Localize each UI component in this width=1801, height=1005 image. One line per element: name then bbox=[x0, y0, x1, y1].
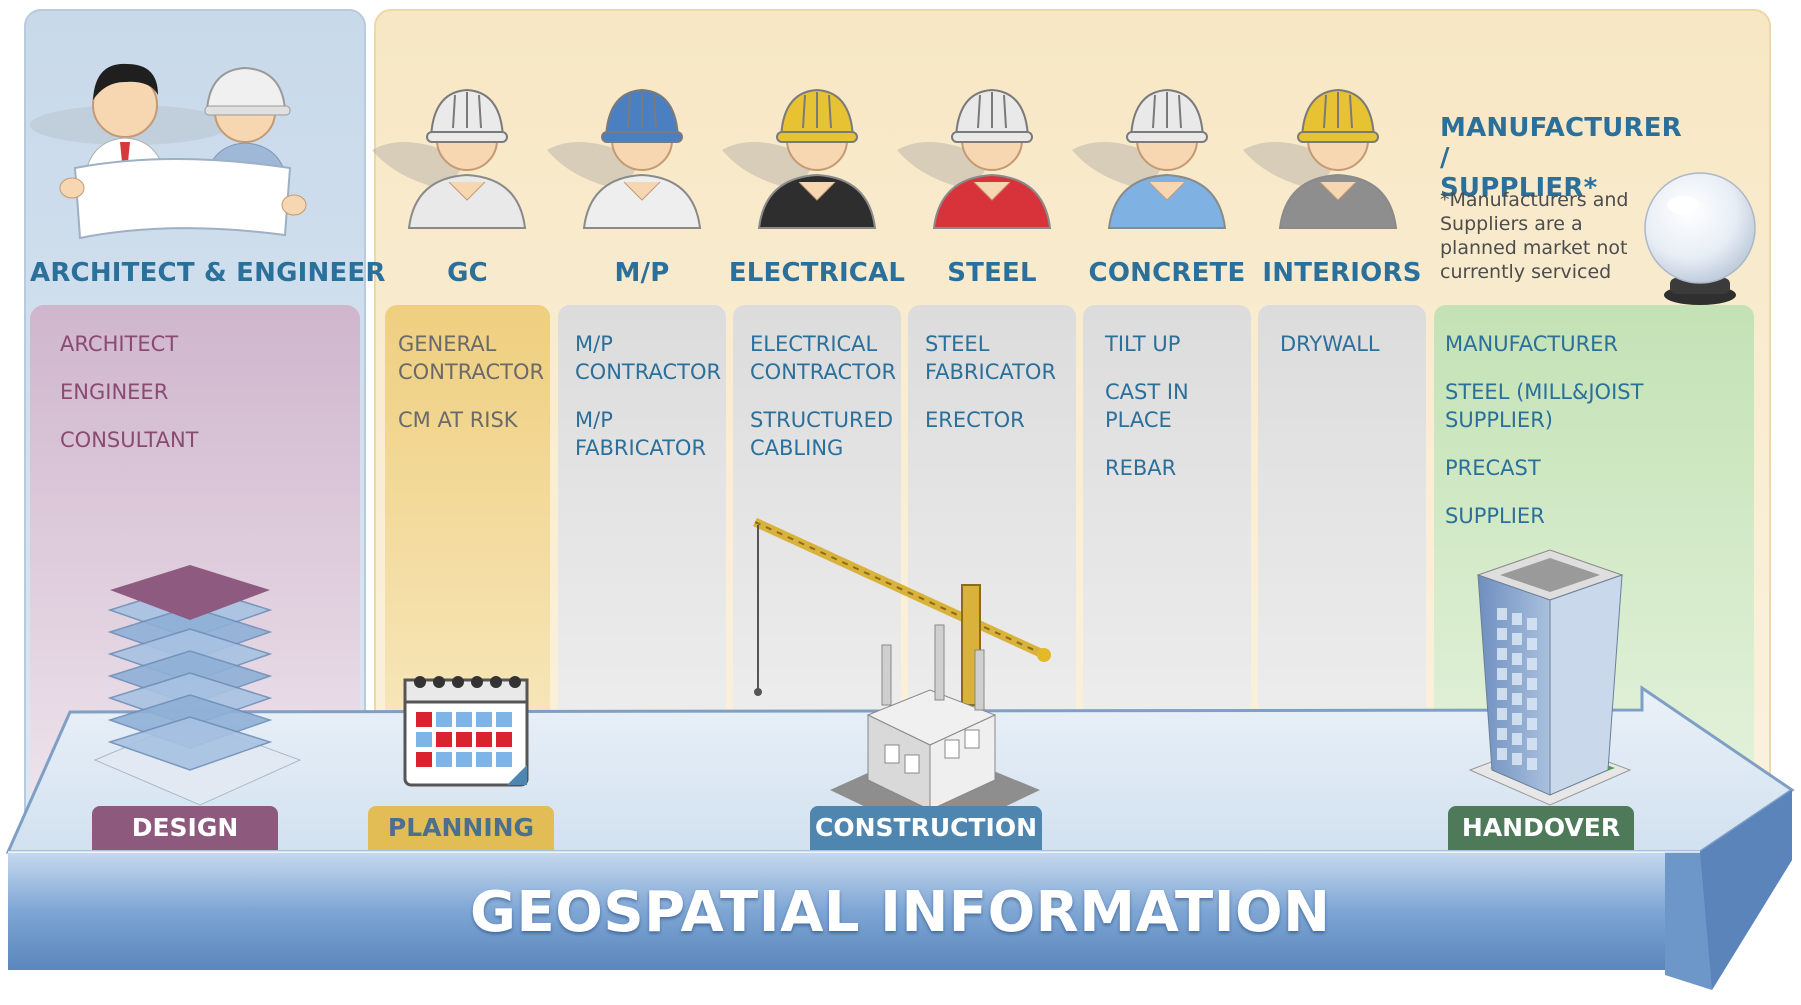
list-item: ERECTOR bbox=[925, 408, 1025, 432]
list-item: PRECAST bbox=[1445, 456, 1541, 480]
title-concrete: CONCRETE bbox=[1088, 258, 1246, 288]
calendar-icon bbox=[403, 676, 529, 787]
list-item: CONSULTANT bbox=[60, 428, 199, 452]
phase-design: DESIGN bbox=[92, 806, 278, 850]
electrical-column-bg bbox=[733, 305, 901, 825]
list-item: GENERAL CONTRACTOR bbox=[398, 332, 545, 384]
architect-column-bg bbox=[30, 305, 360, 825]
title-interiors: INTERIORS bbox=[1262, 258, 1422, 288]
interiors-column-bg bbox=[1258, 305, 1426, 825]
phase-construction: CONSTRUCTION bbox=[810, 806, 1042, 850]
design-building-icon bbox=[93, 565, 302, 806]
crystal-ball-icon bbox=[1644, 172, 1756, 305]
worker-icons bbox=[372, 88, 1398, 229]
banner-title: GEOSPATIAL INFORMATION bbox=[470, 880, 1331, 945]
list-item: ELECTRICAL CONTRACTOR bbox=[750, 332, 897, 384]
title-manufacturer-supplier: MANUFACTURER / SUPPLIER* bbox=[1440, 113, 1682, 203]
worker-icon-interiors bbox=[1243, 88, 1398, 229]
list-item: STEEL (MILL&JOIST SUPPLIER) bbox=[1445, 380, 1644, 432]
worker-icon-mp bbox=[547, 88, 702, 229]
list-item: SUPPLIER bbox=[1445, 504, 1545, 528]
mp-items: M/P CONTRACTOR M/P FABRICATOR bbox=[575, 330, 725, 482]
list-item: M/P CONTRACTOR bbox=[575, 332, 722, 384]
manufacturer-items: MANUFACTURER STEEL (MILL&JOIST SUPPLIER)… bbox=[1445, 330, 1755, 550]
worker-icon-electrical bbox=[722, 88, 877, 229]
architect-engineer-icon bbox=[30, 63, 307, 240]
list-item: STEEL FABRICATOR bbox=[925, 332, 1057, 384]
electrical-items: ELECTRICAL CONTRACTOR STRUCTURED CABLING bbox=[750, 330, 900, 482]
list-item: ENGINEER bbox=[60, 380, 169, 404]
architect-items: ARCHITECT ENGINEER CONSULTANT bbox=[60, 330, 350, 474]
steel-column-bg bbox=[908, 305, 1076, 825]
list-item: CAST IN PLACE bbox=[1105, 380, 1189, 432]
concrete-items: TILT UP CAST IN PLACE REBAR bbox=[1105, 330, 1255, 502]
title-mp: M/P bbox=[614, 258, 670, 288]
gc-items: GENERAL CONTRACTOR CM AT RISK bbox=[398, 330, 548, 454]
handover-building-icon bbox=[1468, 549, 1632, 806]
list-item: REBAR bbox=[1105, 456, 1177, 480]
title-gc: GC bbox=[447, 258, 488, 288]
concrete-column-bg bbox=[1083, 305, 1251, 825]
list-item: CM AT RISK bbox=[398, 408, 518, 432]
worker-icon-gc bbox=[372, 88, 527, 229]
construction-building-icon bbox=[830, 624, 1040, 840]
phase-planning: PLANNING bbox=[368, 806, 554, 850]
worker-icon-steel bbox=[897, 88, 1052, 229]
list-item: DRYWALL bbox=[1280, 332, 1380, 356]
list-item: ARCHITECT bbox=[60, 332, 179, 356]
list-item: M/P FABRICATOR bbox=[575, 408, 707, 460]
list-item: TILT UP bbox=[1105, 332, 1181, 356]
manufacturer-note: *Manufacturers and Suppliers are a plann… bbox=[1440, 189, 1629, 283]
phase-handover: HANDOVER bbox=[1448, 806, 1634, 850]
mp-column-bg bbox=[558, 305, 726, 825]
title-steel: STEEL bbox=[947, 258, 1037, 288]
list-item: STRUCTURED CABLING bbox=[750, 408, 894, 460]
worker-icon-concrete bbox=[1072, 88, 1227, 229]
list-item: MANUFACTURER bbox=[1445, 332, 1619, 356]
title-electrical: ELECTRICAL bbox=[728, 258, 906, 288]
interiors-items: DRYWALL bbox=[1280, 330, 1430, 378]
steel-items: STEEL FABRICATOR ERECTOR bbox=[925, 330, 1075, 454]
title-architect-engineer: ARCHITECT & ENGINEER bbox=[30, 258, 386, 288]
